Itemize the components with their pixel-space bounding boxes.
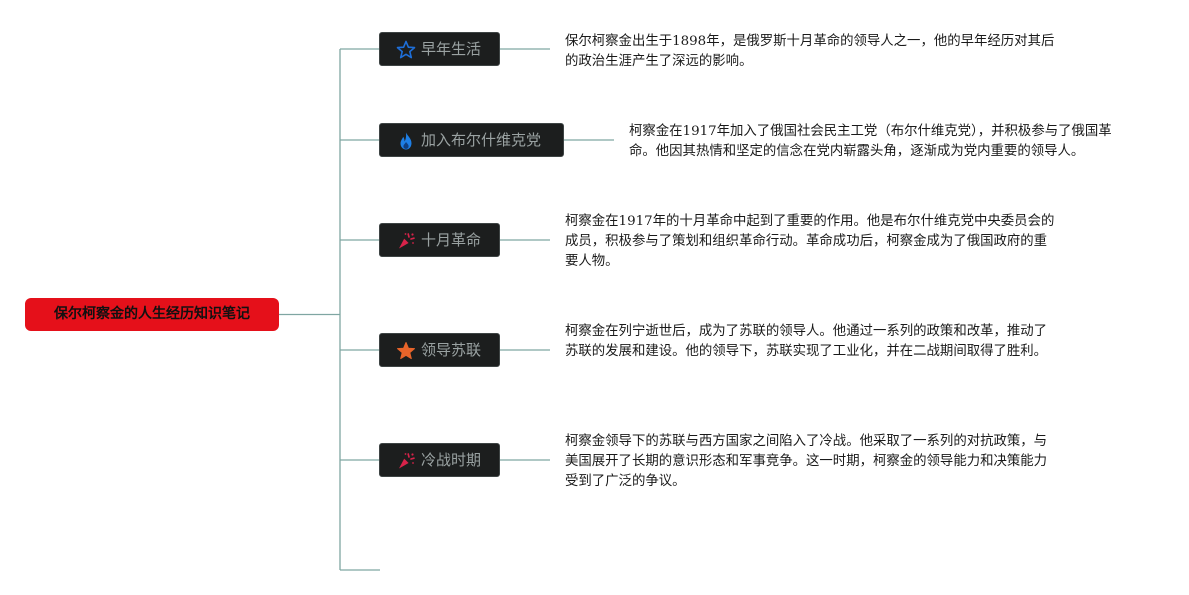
star-outline-icon <box>396 40 416 59</box>
branch-join-bolshevik[interactable]: 加入布尔什维克党 <box>379 123 564 157</box>
branch-label: 冷战时期 <box>421 451 482 469</box>
branch-description: 保尔柯察金出生于1898年，是俄罗斯十月革命的领导人之一，他的早年经历对其后的政… <box>565 34 1055 69</box>
branch-description: 柯察金在1917年加入了俄国社会民主工党（布尔什维克党），并积极参与了俄国革命。… <box>629 124 1112 159</box>
branch-cold-war[interactable]: 冷战时期 <box>379 443 500 477</box>
branch-label: 十月革命 <box>421 231 482 249</box>
branch-label: 领导苏联 <box>421 341 482 359</box>
root-topic[interactable]: 保尔柯察金的人生经历知识笔记 <box>25 298 279 331</box>
star-filled-icon <box>397 342 415 360</box>
branch-lead-soviet-union[interactable]: 领导苏联 <box>379 333 500 367</box>
branch-early-life[interactable]: 早年生活 <box>379 32 500 66</box>
flame-icon <box>400 132 412 150</box>
branch-label: 加入布尔什维克党 <box>421 131 542 149</box>
branch-label: 早年生活 <box>421 40 482 58</box>
branch-october-revolution[interactable]: 十月革命 <box>379 223 500 257</box>
party-popper-icon <box>399 453 415 469</box>
branch-description: 柯察金领导下的苏联与西方国家之间陷入了冷战。他采取了一系列的对抗政策，与美国展开… <box>565 434 1048 489</box>
party-popper-icon <box>399 233 415 249</box>
branch-description: 柯察金在1917年的十月革命中起到了重要的作用。他是布尔什维克党中央委员会的成员… <box>565 214 1055 269</box>
branch-description: 柯察金在列宁逝世后，成为了苏联的领导人。他通过一系列的政策和改革，推动了苏联的发… <box>565 324 1048 359</box>
